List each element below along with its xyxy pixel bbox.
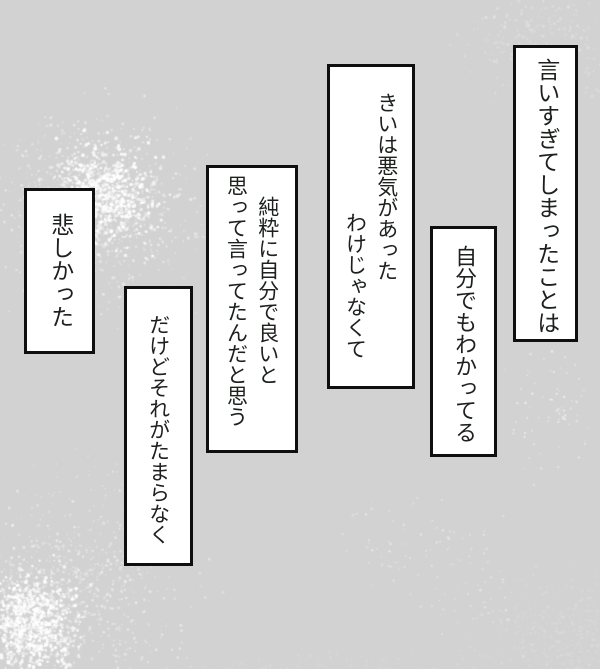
speech-text-line: だけどそれがたまらなく [146,314,171,545]
vertical-text: 純粋に自分で良いと 思って言ってたんだと思う [224,168,280,450]
speech-box-5: 悲しかった [24,188,95,354]
speech-text-line: 自分でもわかってる [451,245,477,443]
vertical-text: きいは悪気があった わけじゃなくて [343,67,399,386]
vertical-text: 自分でもわかってる [451,229,477,454]
speech-box-4: 純粋に自分で良いと 思って言ってたんだと思う [206,165,298,453]
speech-text-line: 純粋に自分で良いと [255,196,280,385]
vertical-text: だけどそれがたまらなく [146,289,171,563]
speech-text-line: 思って言ってたんだと思う [224,175,249,427]
speech-text-line: わけじゃなくて [343,212,368,359]
speech-box-2: きいは悪気があった わけじゃなくて [327,64,415,389]
speech-text-line: 悲しかった [46,213,73,328]
speech-box-3: 自分でもわかってる [430,226,497,457]
speech-box-1: 言いすぎてしまったことは [513,45,578,342]
speech-text-line: 言いすぎてしまったことは [532,58,559,334]
vertical-text: 言いすぎてしまったことは [532,48,559,339]
speech-box-6: だけどそれがたまらなく [124,286,193,566]
vertical-text: 悲しかった [46,191,73,351]
speech-text-line: きいは悪気があった [374,92,399,281]
